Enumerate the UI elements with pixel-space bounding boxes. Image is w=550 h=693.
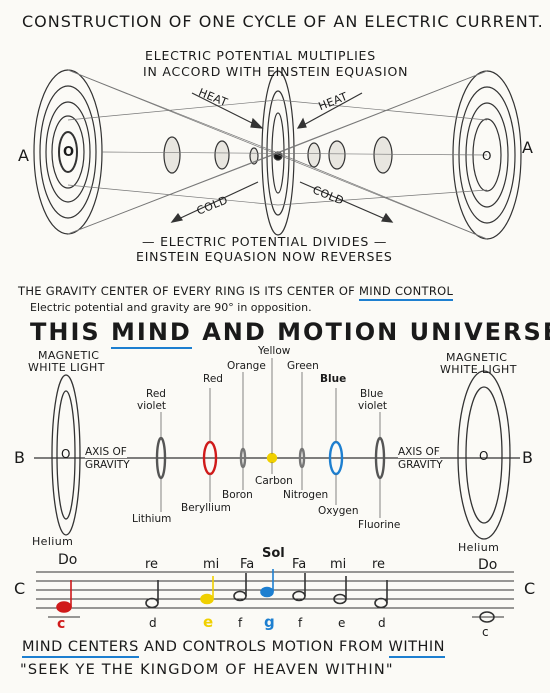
spectrum-leader-lines <box>160 358 381 518</box>
axis-left-line-2: GRAVITY <box>85 459 130 471</box>
beryllium-label: Beryllium <box>181 502 231 514</box>
solfege-re-2: re <box>372 557 386 572</box>
mind-centers-line: MIND CENTERS AND CONTROLS MOTION FROM WI… <box>22 639 445 658</box>
mind-centers-text: MIND CENTERS <box>22 639 139 658</box>
side-label-a-right: A <box>522 138 533 157</box>
inner-rings <box>163 136 393 174</box>
side-label-c-right: C <box>524 579 536 598</box>
page-title: CONSTRUCTION OF ONE CYCLE OF AN ELECTRIC… <box>22 12 544 31</box>
gravity-center-line: THE GRAVITY CENTER OF EVERY RING IS ITS … <box>18 284 454 301</box>
red-violet-label-2: violet <box>137 400 167 412</box>
lower-note-line-2: EINSTEIN EQUASION NOW REVERSES <box>136 249 393 264</box>
solfege-fa-2: Fa <box>292 557 307 572</box>
headline: THIS MIND AND MOTION UNIVERSE <box>30 318 550 349</box>
note-f-2: f <box>298 616 303 630</box>
note-g: g <box>264 613 275 631</box>
solfege-mi-2: mi <box>330 557 347 572</box>
oxygen-label: Oxygen <box>318 505 359 517</box>
axis-right-line-1: AXIS OF <box>398 446 440 458</box>
ring-center-right: O <box>482 149 492 163</box>
red-label: Red <box>203 373 223 385</box>
headline-this: THIS <box>30 318 112 346</box>
note-c-1: c <box>57 616 66 632</box>
side-label-c-left: C <box>14 579 26 598</box>
note-c-2: c <box>482 625 489 639</box>
headline-rest: AND MOTION UNIVERSE <box>191 318 550 346</box>
spectrum-ring-center-right: O <box>479 449 489 463</box>
boron-label: Boron <box>222 489 253 501</box>
within-text: WITHIN <box>388 639 445 658</box>
side-label-b-left: B <box>14 448 25 467</box>
upper-note-line-2: IN ACCORD WITH EINSTEIN EQUASION <box>143 64 409 79</box>
side-label-a-left: A <box>18 146 29 165</box>
helium-label-right: Helium <box>458 541 500 554</box>
magnetic-left-line-1: MAGNETIC <box>38 349 100 362</box>
kingdom-quote: "SEEK YE THE KINGDOM OF HEAVEN WITHIN" <box>20 662 394 678</box>
headline-mind: MIND <box>111 318 192 349</box>
blue-label: Blue <box>320 373 347 385</box>
magnetic-rings <box>51 370 511 540</box>
axis-right-line-2: GRAVITY <box>398 459 443 471</box>
note-e-1: e <box>203 613 214 631</box>
lithium-label: Lithium <box>132 513 172 525</box>
note-d-1: d <box>149 616 157 630</box>
note-f-1: f <box>238 616 243 630</box>
gravity-center-prefix: THE GRAVITY CENTER OF EVERY RING IS ITS … <box>18 284 360 298</box>
mind-control-text: MIND CONTROL <box>359 284 454 301</box>
music-staff <box>36 571 514 618</box>
blue-violet-label-1: Blue <box>360 388 384 400</box>
note-e-2: e <box>338 616 346 630</box>
helium-label-left: Helium <box>32 535 74 548</box>
magnetic-right-line-1: MAGNETIC <box>446 351 508 364</box>
green-label: Green <box>287 360 319 372</box>
yellow-label: Yellow <box>258 345 291 357</box>
solfege-sol: Sol <box>262 546 285 561</box>
upper-note-line-1: ELECTRIC POTENTIAL MULTIPLIES <box>145 48 376 63</box>
carbon-label: Carbon <box>255 475 293 487</box>
magnetic-right-line-2: WHITE LIGHT <box>440 363 517 376</box>
solfege-re-1: re <box>145 557 159 572</box>
fluorine-label: Fluorine <box>358 519 401 531</box>
spectrum-ring-center-left: O <box>61 447 71 461</box>
cone-lines <box>67 69 488 240</box>
lower-note-line-1: — ELECTRIC POTENTIAL DIVIDES — <box>142 234 388 249</box>
ring-center-left: O <box>63 145 75 160</box>
axis-left-line-1: AXIS OF <box>85 446 127 458</box>
mind-centers-mid: AND CONTROLS MOTION FROM <box>138 639 389 655</box>
solfege-mi-1: mi <box>203 557 220 572</box>
red-violet-label-1: Red <box>146 388 166 400</box>
magnetic-left-line-2: WHITE LIGHT <box>28 361 105 374</box>
arrows <box>170 92 394 223</box>
side-label-b-right: B <box>522 448 533 467</box>
solfege-do-2: Do <box>478 557 498 573</box>
orange-label: Orange <box>227 360 266 372</box>
blue-violet-label-2: violet <box>358 400 388 412</box>
note-d-2: d <box>378 616 386 630</box>
solfege-fa-1: Fa <box>240 557 255 572</box>
music-notes <box>56 569 495 623</box>
solfege-do-1: Do <box>58 552 78 568</box>
nitrogen-label: Nitrogen <box>283 489 329 501</box>
perpendicular-note: Electric potential and gravity are 90° i… <box>30 301 312 314</box>
